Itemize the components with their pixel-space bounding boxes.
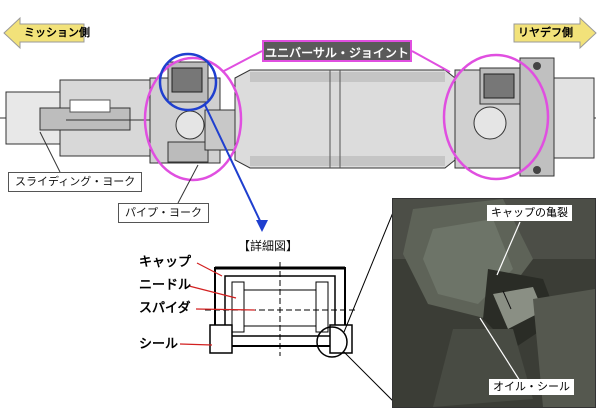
sliding-yoke	[5, 79, 156, 157]
transmission-side-label: ミッション側	[24, 26, 90, 39]
pipe-yoke-leader	[177, 164, 199, 204]
zoom-pointer-head	[256, 220, 268, 232]
pipe-yoke-label: パイプ・ヨーク	[118, 203, 209, 224]
sliding-yoke-label: スライディング・ヨーク	[8, 172, 143, 193]
detail-drawing	[205, 262, 355, 356]
needle-label: ニードル	[139, 278, 192, 293]
sliding-yoke-leader	[39, 131, 61, 173]
front-universal-joint	[149, 61, 241, 164]
cap-label: キャップ	[139, 255, 192, 270]
detail-to-photo-line-2	[343, 351, 395, 403]
detail-title: 【詳細図】	[238, 239, 299, 253]
rear-joint-highlight	[442, 53, 550, 181]
title-connector-left	[221, 50, 263, 73]
cracked-cap-photo: キャップの亀裂 オイル・シール	[392, 198, 596, 408]
zoom-circle	[158, 52, 218, 112]
right-arrow-shape	[513, 16, 597, 50]
shaft-pipe	[234, 69, 456, 169]
needle-leader	[188, 285, 237, 299]
oil-seal-label: オイル・シール	[489, 379, 574, 396]
detail-seal-circle	[316, 326, 348, 358]
title-connector-right	[411, 50, 451, 73]
seal-label: シール	[139, 337, 179, 352]
cap-leader	[196, 262, 223, 277]
rear-diff-side-label: リヤデフ側	[518, 26, 573, 39]
spider-leader	[195, 308, 256, 311]
zoom-pointer-line	[204, 104, 263, 226]
front-joint-highlight	[143, 56, 243, 182]
crack-label: キャップの亀裂	[487, 205, 572, 222]
rear-universal-joint	[454, 57, 595, 177]
seal-leader	[179, 343, 213, 346]
left-arrow-shape	[3, 16, 85, 50]
spider-label: スパイダ	[139, 301, 191, 316]
detail-to-photo-line-1	[343, 209, 395, 333]
universal-joint-title: ユニバーサル・ジョイント	[262, 40, 412, 62]
